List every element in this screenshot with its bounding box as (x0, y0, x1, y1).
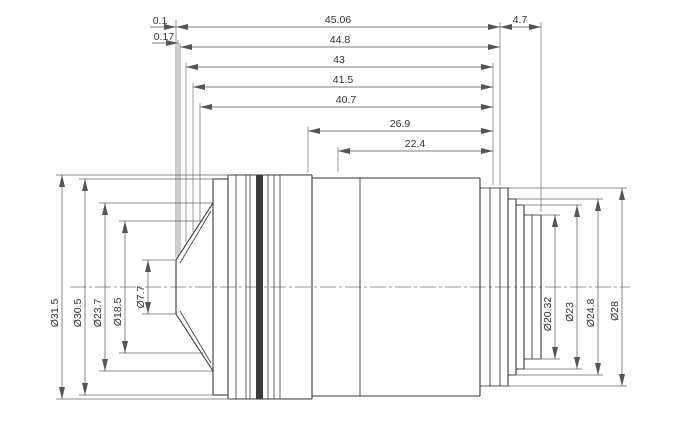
dim-44-8: 44.8 (330, 34, 351, 46)
dim-22-4: 22.4 (405, 138, 426, 150)
dim-4-7: 4.7 (513, 14, 528, 26)
dia-30-5: Ø30.5 (72, 299, 84, 328)
dim-41-5: 41.5 (333, 74, 354, 86)
dim-0-1: 0.1 (153, 15, 168, 27)
dia-7-7: Ø7.7 (135, 285, 147, 308)
dia-18-5: Ø18.5 (112, 298, 124, 327)
dia-23: Ø23 (564, 302, 576, 322)
dia-20-32: Ø20.32 (542, 297, 554, 332)
top-dimension-labels: 0.1 0.17 45.06 4.7 44.8 43 41.5 40.7 26.… (153, 14, 528, 150)
dimension-lines (59, 24, 625, 399)
dim-40-7: 40.7 (336, 94, 357, 106)
dia-23-7: Ø23.7 (92, 299, 104, 328)
dim-45-06: 45.06 (325, 14, 351, 26)
dia-24-8: Ø24.8 (585, 299, 597, 328)
dia-31-5: Ø31.5 (49, 299, 61, 328)
extension-lines (56, 20, 627, 400)
right-diameter-labels: Ø20.32 Ø23 Ø24.8 Ø28 (542, 297, 621, 332)
knurl-dark-band (256, 175, 263, 399)
dim-26-9: 26.9 (390, 118, 411, 130)
dia-28: Ø28 (609, 301, 621, 321)
dim-0-17: 0.17 (154, 31, 175, 43)
dim-43: 43 (333, 54, 345, 66)
left-diameter-labels: Ø31.5 Ø30.5 Ø23.7 Ø18.5 Ø7.7 (49, 285, 147, 327)
